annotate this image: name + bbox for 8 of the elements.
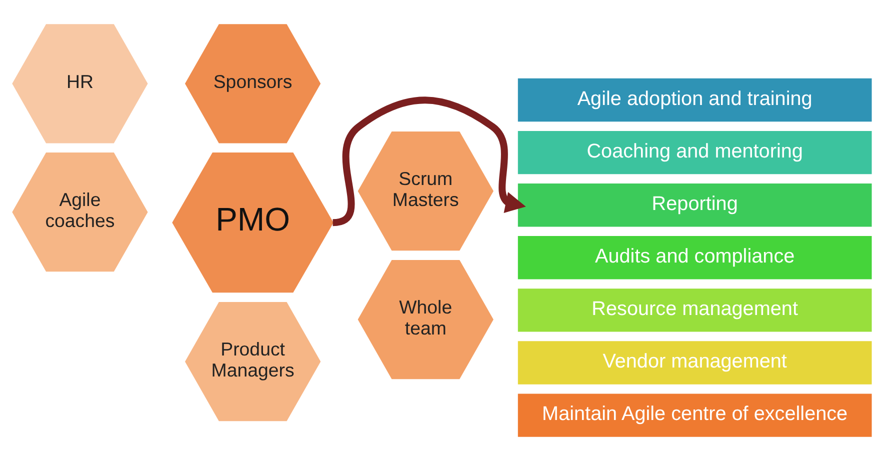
arrow [332, 96, 526, 226]
node-box: Resource management [518, 288, 872, 332]
node-box: Audits and compliance [518, 236, 872, 280]
node-box: Maintain Agile centre of excellence [518, 394, 872, 437]
node-box: Vendor management [518, 341, 872, 384]
node-box: Reporting [518, 184, 872, 227]
node-box: Coaching and mentoring [518, 130, 872, 174]
node-box: Agile adoption and training [518, 78, 872, 122]
